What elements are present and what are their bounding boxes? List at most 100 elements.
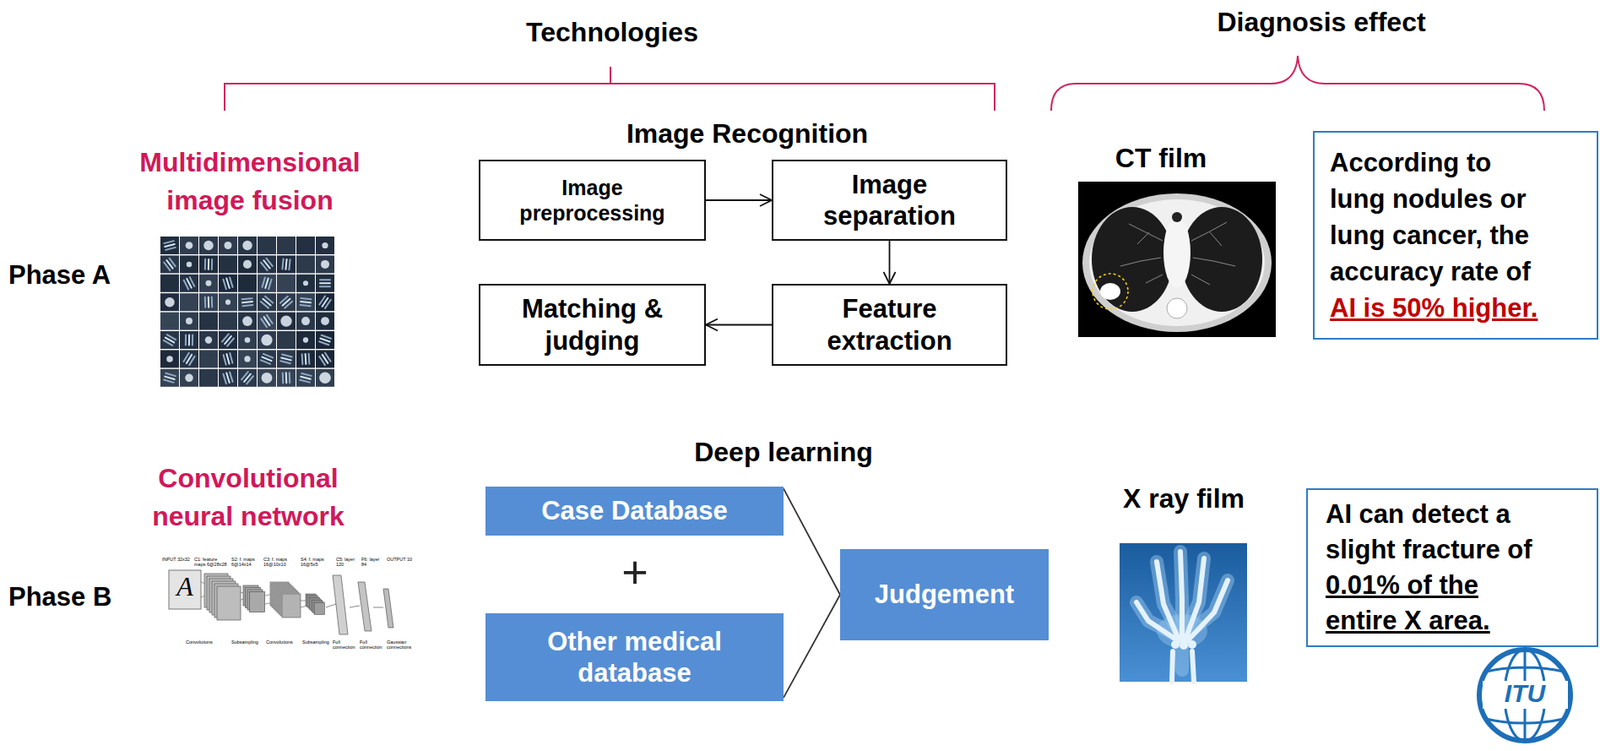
filter-stripe bbox=[300, 304, 311, 306]
filter-cell-ground bbox=[296, 368, 315, 387]
filter-stripe bbox=[211, 259, 213, 270]
filter-cell-ground bbox=[276, 330, 296, 349]
filter-cell-ground bbox=[160, 368, 179, 387]
filter-cell-ground bbox=[315, 312, 335, 331]
filter-blob bbox=[261, 372, 273, 384]
filter-blob bbox=[320, 316, 330, 326]
filter-cell bbox=[160, 274, 179, 293]
filter-stripe bbox=[204, 259, 207, 270]
filter-cell bbox=[218, 349, 238, 368]
filter-cell-ground bbox=[160, 236, 179, 255]
filter-cell-ground bbox=[257, 312, 277, 331]
filter-cell bbox=[160, 368, 179, 387]
node-text: Image separation bbox=[790, 168, 989, 232]
filter-stripe bbox=[191, 335, 194, 346]
filter-stripe bbox=[288, 372, 291, 383]
ct-left-lung bbox=[1091, 206, 1173, 312]
cnn-c3-maps bbox=[270, 581, 301, 618]
filter-cell-ground bbox=[199, 368, 218, 387]
filter-cell bbox=[257, 312, 277, 331]
node-text: Image preprocessing bbox=[505, 174, 679, 226]
database-box: Other medical database bbox=[485, 612, 784, 701]
node-text: Other medical database bbox=[498, 625, 771, 689]
cnn-input bbox=[168, 569, 201, 609]
figure-text: Subsampling bbox=[231, 639, 262, 645]
filter-stripe bbox=[300, 376, 311, 380]
filter-cell bbox=[257, 349, 277, 368]
figure-text: Gaussian connections bbox=[386, 639, 418, 650]
image-caption: CT film bbox=[1076, 142, 1246, 174]
filter-cell-ground bbox=[296, 349, 315, 368]
filter-stripe bbox=[164, 244, 175, 247]
filter-cell bbox=[218, 236, 238, 255]
filter-stripe bbox=[263, 353, 273, 358]
ct-body-inner bbox=[1089, 199, 1265, 326]
highlight-text: 0.01% of the entire X area. bbox=[1325, 567, 1543, 639]
filter-cell bbox=[276, 312, 296, 331]
filter-cell-ground bbox=[160, 292, 179, 311]
filter-cell bbox=[218, 368, 238, 387]
diagnosis-brace bbox=[1051, 55, 1545, 111]
filter-cell-ground bbox=[199, 254, 218, 273]
filter-cell bbox=[276, 330, 296, 349]
filter-cell-ground bbox=[276, 236, 296, 255]
ct-trachea bbox=[1171, 211, 1183, 223]
filter-blob bbox=[303, 336, 309, 342]
filter-cell bbox=[257, 330, 277, 349]
filter-stripe bbox=[288, 259, 290, 270]
filter-stripe bbox=[282, 372, 284, 383]
filter-stripe bbox=[285, 372, 288, 383]
filter-cell-ground bbox=[179, 368, 199, 387]
filter-cell bbox=[160, 349, 179, 368]
filter-cell-ground bbox=[238, 368, 257, 387]
filter-cell-ground bbox=[315, 236, 335, 255]
filter-cell-ground bbox=[160, 349, 179, 368]
input-letter: A bbox=[168, 571, 201, 602]
phase-label: Phase A bbox=[8, 260, 152, 291]
filter-cell bbox=[238, 330, 257, 349]
cnn-dense-layers bbox=[325, 574, 394, 635]
figure-text: Subsampling bbox=[302, 639, 331, 645]
filter-cell-ground bbox=[199, 236, 218, 255]
node-text: According to lung nodules or lung cancer… bbox=[1329, 144, 1545, 290]
section-title: Deep learning bbox=[656, 436, 911, 468]
filter-cell-ground bbox=[218, 330, 238, 349]
figure-text: Full connection bbox=[359, 639, 386, 650]
ct-spine bbox=[1166, 298, 1188, 319]
filter-stripe bbox=[165, 373, 176, 376]
filter-stripe bbox=[207, 259, 210, 270]
filter-stripe bbox=[285, 259, 287, 270]
filter-cell bbox=[315, 312, 335, 331]
filter-stripe bbox=[163, 240, 174, 244]
filter-cell bbox=[276, 292, 296, 311]
filter-cell bbox=[179, 236, 199, 255]
filter-stripe bbox=[260, 318, 267, 327]
filter-stripe bbox=[222, 374, 226, 384]
filter-blob bbox=[186, 261, 192, 267]
itu-logo-band bbox=[1482, 680, 1568, 709]
filter-stripe bbox=[320, 278, 331, 281]
filter-stripe bbox=[242, 298, 253, 299]
filter-cell-ground bbox=[238, 330, 257, 349]
filter-stripe bbox=[183, 352, 189, 362]
ct-vessels bbox=[1120, 222, 1236, 285]
filter-cell bbox=[238, 254, 257, 273]
filter-cell bbox=[296, 312, 315, 331]
filter-stripe bbox=[223, 354, 227, 365]
filter-stripe bbox=[163, 262, 170, 272]
technology-title: Multidimensional image fusion bbox=[123, 143, 377, 220]
xray-soft-tissue bbox=[1136, 551, 1228, 670]
filter-cell bbox=[218, 292, 238, 311]
figure-text: F6: layer 84 bbox=[361, 556, 386, 567]
filter-stripe bbox=[229, 371, 233, 381]
filter-cell bbox=[315, 292, 335, 311]
xray-bones bbox=[1136, 551, 1228, 682]
filter-cell bbox=[199, 292, 218, 311]
filter-cell bbox=[315, 236, 335, 255]
process-box: Image preprocessing bbox=[478, 159, 706, 241]
filter-cell-ground bbox=[315, 349, 335, 368]
filter-cell bbox=[160, 330, 179, 349]
cnn-s2-maps bbox=[243, 585, 266, 613]
filter-blob bbox=[203, 240, 213, 250]
filter-cell-ground bbox=[276, 312, 296, 331]
